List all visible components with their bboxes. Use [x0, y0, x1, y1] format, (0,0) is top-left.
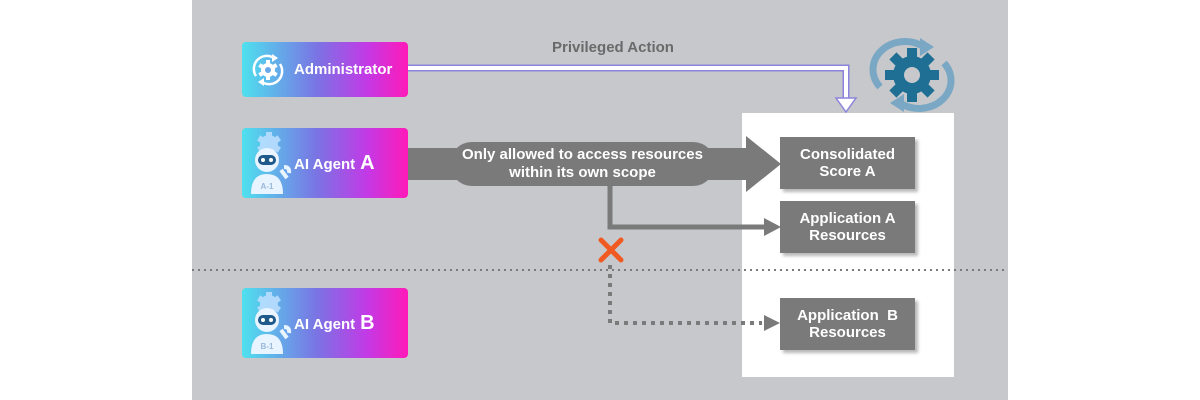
scope-note-line1: Only allowed to access resources	[462, 146, 703, 163]
privileged-action-label: Privileged Action	[552, 39, 674, 56]
robot-wrench-icon: B-1	[242, 288, 294, 358]
agent-a-label-text: AI Agent	[294, 155, 356, 173]
administrator-card: Administrator	[242, 42, 408, 97]
app-b-line1: Application B	[797, 307, 898, 324]
agent-a-letter: A	[360, 151, 375, 174]
application-b-resources-box: Application B Resources	[780, 298, 915, 350]
app-a-line2: Resources	[809, 227, 886, 244]
administrator-label: Administrator	[294, 61, 393, 78]
robot-badge-b: B-1	[261, 342, 274, 351]
consolidated-score-a-box: Consolidated Score A	[780, 137, 915, 189]
blocked-access-arrow	[608, 265, 780, 331]
robot-wrench-icon: A-1	[242, 128, 294, 198]
agent-a-to-app-a-arrow	[607, 186, 781, 236]
score-a-line1: Consolidated	[799, 146, 895, 163]
gear-sync-icon	[242, 42, 294, 97]
app-b-line2: Resources	[809, 324, 886, 341]
blocked-x-icon	[598, 237, 624, 263]
robot-badge-a: A-1	[261, 182, 274, 191]
app-a-line1: Application A	[799, 210, 896, 227]
score-a-line2: Score A	[819, 163, 876, 180]
agent-b-label-text: AI Agent	[294, 315, 356, 333]
gear-sync-icon	[869, 38, 955, 112]
scope-note: Only allowed to access resources within …	[450, 142, 715, 186]
agent-b-letter: B	[360, 311, 375, 334]
privileged-action-arrow	[408, 64, 858, 114]
scope-note-line2: within its own scope	[509, 164, 656, 181]
application-a-resources-box: Application A Resources	[780, 201, 915, 253]
